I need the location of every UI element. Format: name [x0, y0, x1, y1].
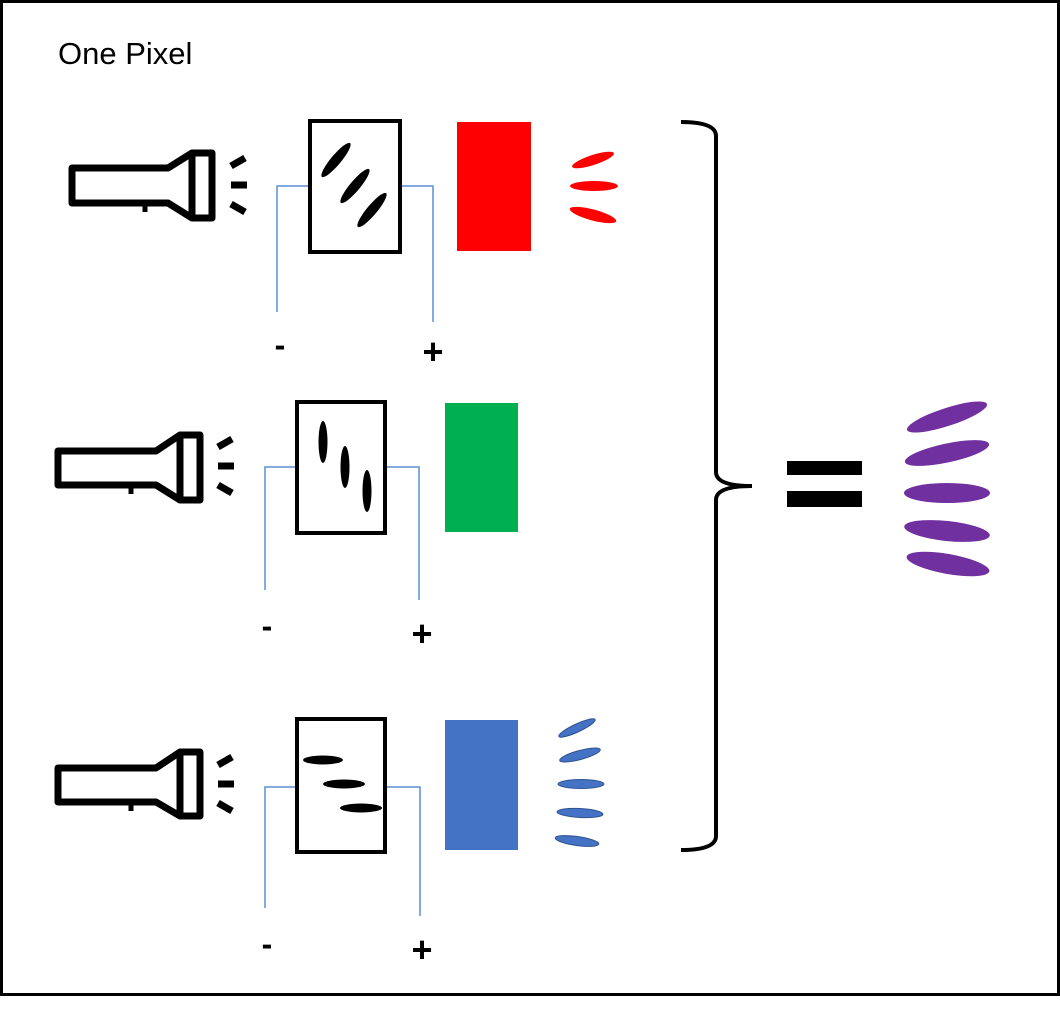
curly-brace-icon — [680, 120, 753, 852]
flashlight-icon — [54, 431, 234, 504]
flashlight-icon — [68, 149, 247, 222]
blue-channel: - + — [54, 717, 605, 970]
liquid-crystal-cell-icon — [308, 119, 402, 254]
green-channel: - + — [54, 400, 518, 654]
liquid-crystal-cell-icon — [295, 717, 387, 854]
minus-terminal-label: - — [262, 608, 273, 644]
color-filter-icon — [445, 403, 518, 532]
minus-terminal-label: - — [275, 327, 286, 363]
color-filter-icon — [457, 122, 531, 251]
result-light-ray-icon — [904, 401, 990, 577]
diagram-title: One Pixel — [58, 36, 193, 71]
wire — [276, 185, 434, 322]
equals-sign-text: = — [0, 0, 1, 1]
plus-terminal-label: + — [411, 613, 432, 654]
equals-icon — [787, 461, 862, 507]
wire — [264, 466, 420, 600]
flashlight-icon — [54, 748, 234, 820]
plus-terminal-label: + — [411, 929, 432, 970]
wire — [264, 786, 421, 916]
light-ray-icon — [569, 151, 618, 224]
color-filter-icon — [445, 720, 518, 850]
liquid-crystal-cell-icon — [295, 400, 387, 535]
red-channel: - + — [68, 119, 618, 372]
plus-terminal-label: + — [422, 331, 443, 372]
minus-terminal-label: - — [262, 926, 273, 962]
light-ray-icon — [554, 718, 605, 847]
